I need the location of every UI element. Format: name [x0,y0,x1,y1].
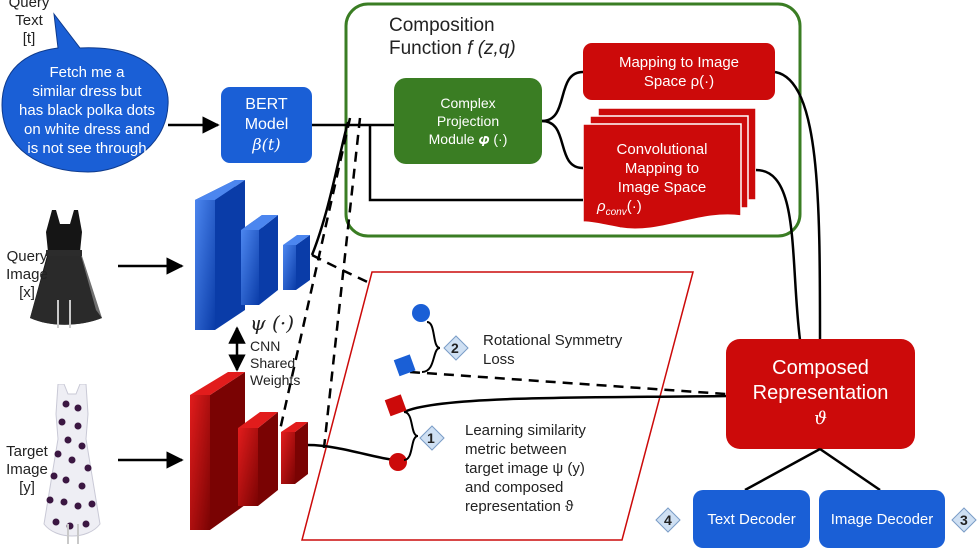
conv-mapping-label: Convolutional Mapping to Image Space [616,141,708,196]
badge-3-shape [951,507,977,533]
target-image-label: Target Image [y] [6,443,48,496]
cnn-shared-weights-label: CNN Shared Weights [250,338,301,388]
badge-1-shape [419,425,445,451]
text-decoder-box [693,490,810,548]
composition-function-box [344,2,802,238]
query-dress-image [30,210,102,328]
query-image-label: Query Image [x] [6,248,48,301]
rotational-symmetry-label: Rotational Symmetry Loss [483,332,623,368]
embedding-space-panel [301,271,694,541]
text-decoder-label: Text Decoder [707,511,796,528]
bert-model-label: BERT Model β(t) [244,96,289,154]
bert-model-box [221,87,312,163]
learning-badge-number: 1 [427,430,435,446]
badge-4-shape [655,507,681,533]
badge-2-shape [443,335,469,361]
image-decoder-box [819,490,945,548]
target-dress-image [43,384,101,544]
rotational-badge-number: 2 [451,340,459,356]
query-text-bubble-content: Fetch me a similar dress but has black p… [19,64,155,157]
query-embedding-circle [412,304,430,322]
image-decoder-badge-number: 3 [960,512,968,528]
composition-function-title: Composition Function f (z,q) [389,15,516,59]
mapping-image-space-label: Mapping to Image Space ρ(·) [618,54,740,90]
learning-similarity-label: Learning similarity metric between targe… [465,422,586,515]
mapping-image-space-box [583,43,775,100]
complex-projection-box [394,78,542,164]
query-text-bubble [1,12,169,173]
query-text-label: Query Text [t] [8,0,50,47]
query-cnn-blocks [195,180,310,330]
composed-representation-label: Composed Representation ϑ [752,357,889,429]
composed-representation-box [726,339,915,449]
composed-embedding-square-blue [393,354,416,377]
conv-mapping-rho: ρconv(·) [597,198,642,218]
target-embedding-circle [389,453,407,471]
conv-mapping-box [582,123,742,230]
composed-embedding-square-red [384,394,407,417]
target-cnn-blocks [190,372,308,530]
image-decoder-label: Image Decoder [830,511,934,528]
text-decoder-badge-number: 4 [664,512,672,528]
cnn-psi-label: ψ (·) [250,311,295,335]
complex-projection-label: Complex Projection Module 𝝋 (·) [428,95,508,147]
